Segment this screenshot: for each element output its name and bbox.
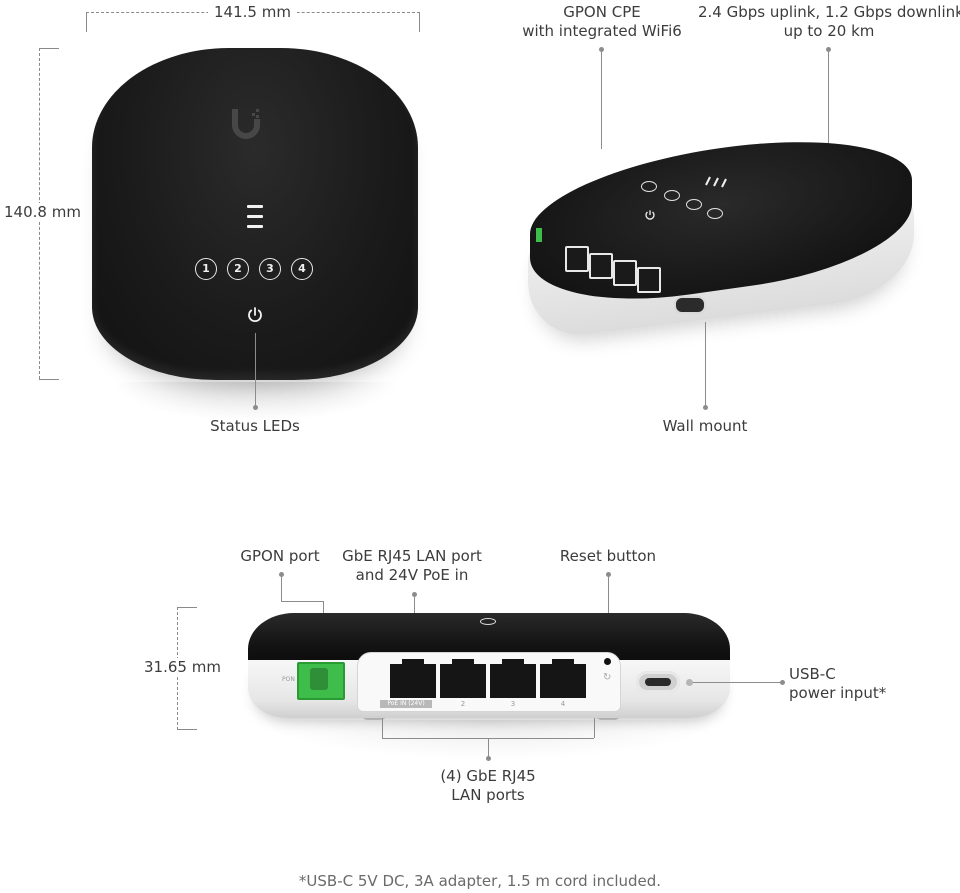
- poe-port-label-line2: and 24V PoE in: [355, 566, 469, 584]
- height-dim-bottom-tick: [39, 379, 59, 380]
- reset-icon: ↻: [603, 672, 612, 683]
- iso-lan-port-3: [613, 260, 637, 286]
- lan-ports-label-line2: LAN ports: [451, 786, 525, 804]
- led-port-2: 2: [227, 258, 249, 280]
- speed-callout-line1: 2.4 Gbps uplink, 1.2 Gbps downlink: [698, 3, 960, 21]
- footnote: *USB-C 5V DC, 3A adapter, 1.5 m cord inc…: [298, 872, 662, 890]
- gpon-cpe-callout-line1: GPON CPE: [563, 3, 641, 21]
- iso-led-3: [686, 199, 702, 210]
- status-leds-leader-dot: [253, 405, 258, 410]
- power-icon: [248, 307, 262, 322]
- iso-led-1: [641, 181, 657, 192]
- usb-c-port: [636, 671, 680, 693]
- depth-dim-bottom-tick: [177, 729, 197, 730]
- led-port-3: 3: [259, 258, 281, 280]
- iso-lan-port-4: [637, 267, 661, 293]
- gpon-port-inner: [310, 668, 328, 690]
- wall-mount-leader: [705, 322, 706, 406]
- iso-gpon-edge: [536, 228, 542, 242]
- led-port-4: 4: [291, 258, 313, 280]
- poe-port-label-line1: GbE RJ45 LAN port: [342, 547, 482, 565]
- lan-ports-label-line1: (4) GbE RJ45: [440, 767, 536, 785]
- pon-tag: PON: [282, 676, 295, 683]
- port-tag-3: 3: [510, 700, 516, 708]
- speed-callout-line2: up to 20 km: [783, 22, 875, 40]
- gpon-port-leader-b: [281, 601, 324, 602]
- width-dimension: 141.5 mm: [208, 3, 297, 21]
- usbc-label-line2: power input*: [789, 684, 887, 702]
- signal-bars-icon: [247, 205, 263, 235]
- front-reflection: [260, 720, 720, 760]
- gpon-port-label: GPON port: [240, 547, 320, 565]
- ubiquiti-logo-icon: [232, 109, 260, 139]
- wall-mount-slot: [674, 296, 706, 314]
- wall-mount-label: Wall mount: [662, 417, 748, 435]
- usbc-label-line1: USB-C: [789, 665, 836, 683]
- iso-lan-port-1: [565, 246, 589, 272]
- usb-c-led: [686, 679, 693, 686]
- speed-leader: [828, 49, 829, 149]
- iso-led-4: [707, 208, 723, 219]
- depth-dim-top-tick: [177, 607, 197, 608]
- lan-port-4: [540, 659, 586, 698]
- gpon-cpe-callout-line2: with integrated WiFi6: [522, 22, 682, 40]
- status-leds-leader: [255, 333, 256, 406]
- lan-port-2: [440, 659, 486, 698]
- iso-power-icon: [645, 210, 655, 220]
- usbc-leader: [693, 682, 781, 683]
- reset-button: [604, 658, 611, 665]
- iso-signal-bars-icon: [705, 176, 727, 188]
- lan-bracket-stem: [488, 738, 489, 758]
- width-dim-right-tick: [419, 12, 420, 32]
- iso-led-2: [664, 190, 680, 201]
- lan-bracket-dot: [486, 756, 491, 761]
- lan-port-poe: [390, 659, 436, 698]
- usbc-leader-dot: [780, 680, 785, 685]
- depth-dimension: 31.65 mm: [138, 658, 227, 676]
- port-tag-2: 2: [460, 700, 466, 708]
- lan-bracket-right: [594, 718, 595, 738]
- reset-button-label: Reset button: [559, 547, 657, 565]
- led-port-1: 1: [195, 258, 217, 280]
- width-dim-left-tick: [86, 12, 87, 32]
- status-leds-label: Status LEDs: [210, 417, 300, 435]
- lan-port-3: [490, 659, 536, 698]
- device-top-view: [92, 48, 418, 380]
- poe-in-tag: PoE IN (24V): [380, 700, 432, 708]
- height-dim-top-tick: [39, 48, 59, 49]
- iso-lan-port-2: [589, 253, 613, 279]
- gpon-cpe-leader: [601, 49, 602, 149]
- height-dimension: 140.8 mm: [0, 203, 87, 221]
- wall-mount-leader-dot: [703, 405, 708, 410]
- top-logo-mark: [480, 618, 496, 625]
- gpon-port-leader-a: [281, 574, 282, 601]
- lan-bracket-left: [382, 718, 383, 738]
- port-tag-4: 4: [560, 700, 566, 708]
